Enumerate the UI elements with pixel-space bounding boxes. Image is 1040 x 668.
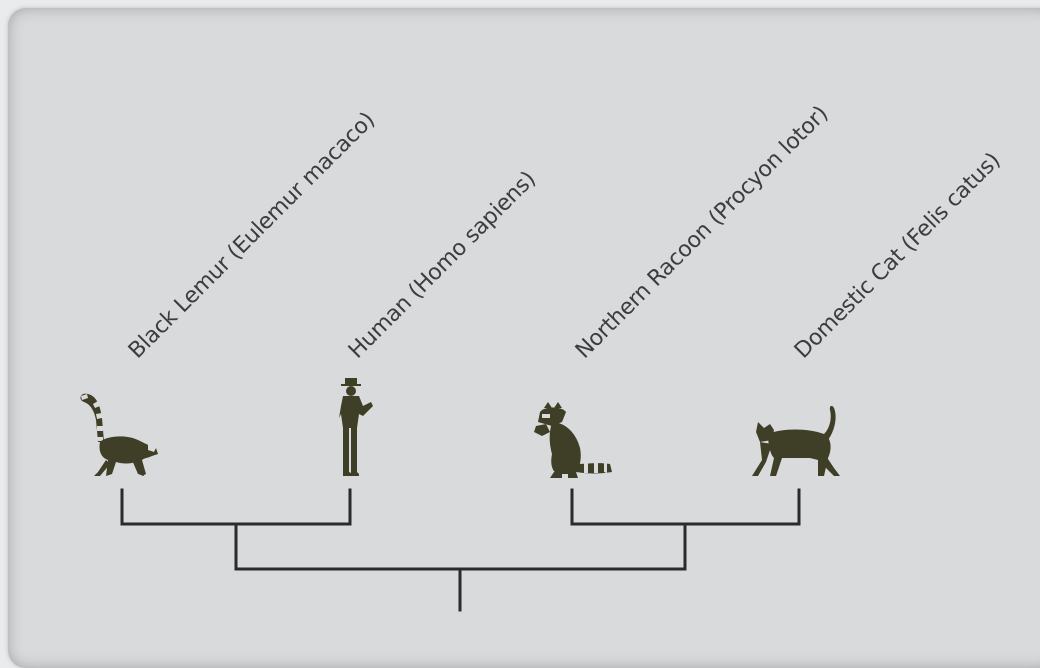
- raccoon-icon: [534, 402, 612, 478]
- lemur-icon: [80, 393, 158, 476]
- phylogenetic-tree: [120, 488, 801, 612]
- cat-icon: [752, 405, 840, 476]
- diagram-panel: [8, 8, 1040, 668]
- human-icon: [339, 378, 373, 476]
